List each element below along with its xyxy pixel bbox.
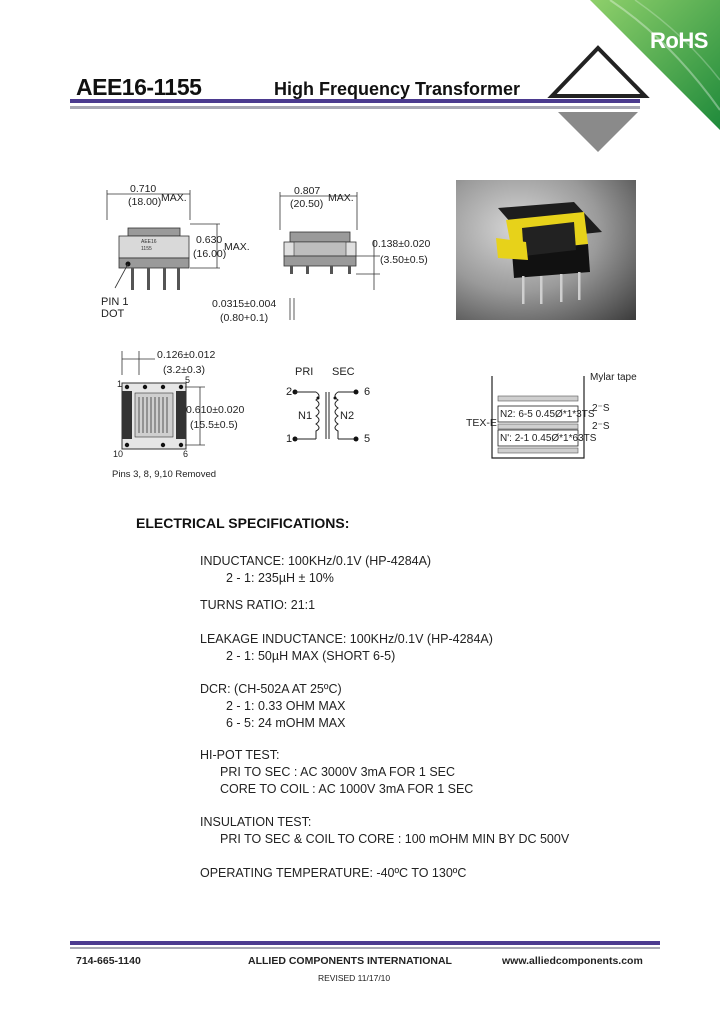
layer-n1: N': 2-1 0.45Ø*1*63TS	[500, 433, 597, 444]
tape-1: 2⁻S	[592, 403, 610, 414]
row-mm: (15.5±0.5)	[190, 419, 238, 431]
sch-sec-label: SEC	[332, 366, 355, 378]
footer-revised: REVISED 11/17/10	[318, 973, 391, 983]
pin1-label-1: PIN 1	[101, 296, 129, 308]
header-rules	[70, 99, 640, 109]
footer-rules	[70, 941, 660, 949]
front-view-drawing	[279, 192, 380, 320]
layer-n2: N2: 6-5 0.45Ø*1*3TS	[500, 409, 595, 420]
spec-hipot-2: CORE TO COIL : AC 1000V 3mA FOR 1 SEC	[220, 782, 474, 796]
fp-pin-10: 10	[113, 449, 123, 459]
allied-logo	[547, 45, 650, 152]
header-rule-purple	[70, 99, 640, 103]
side-height-mm: (16.00)	[193, 248, 227, 260]
standoff-in: 0.138±0.020	[372, 238, 431, 250]
side-width-suffix: MAX.	[161, 192, 187, 204]
sch-pri-label: PRI	[295, 366, 314, 378]
spec-hipot-heading: HI-POT TEST:	[200, 748, 280, 762]
side-width-mm: (18.00)	[128, 196, 162, 208]
spec-dcr-value-2: 6 - 5: 24 mOHM MAX	[226, 716, 346, 730]
rohs-label: RoHS	[650, 28, 708, 53]
footer-rule-purple	[70, 941, 660, 945]
fp-pin-1: 1	[117, 379, 122, 389]
tex-label: TEX-E	[466, 417, 497, 429]
fp-pin-6: 6	[183, 449, 188, 459]
footer-rule-gray	[70, 947, 660, 949]
footprint-drawing: 1 5 10 6	[113, 351, 205, 459]
sch-pin-5: 5	[364, 433, 371, 445]
standoff-mm: (3.50±0.5)	[380, 254, 428, 266]
spec-operating-temp: OPERATING TEMPERATURE: -40ºC TO 130ºC	[200, 866, 467, 880]
side-height-suffix: MAX.	[224, 241, 250, 253]
front-width-suffix: MAX.	[328, 192, 354, 204]
side-view-drawing: AEE16 1155	[106, 190, 220, 290]
side-height-in: 0.630	[196, 234, 223, 246]
pitch-mm: (3.2±0.3)	[163, 364, 205, 376]
spec-leakage-value: 2 - 1: 50µH MAX (SHORT 6-5)	[226, 649, 396, 663]
footer-phone: 714-665-1140	[76, 955, 141, 967]
pitch-in: 0.126±0.012	[157, 349, 216, 361]
footer-company: ALLIED COMPONENTS INTERNATIONAL	[248, 955, 452, 967]
sch-winding-n1: N1	[298, 410, 313, 422]
front-width-mm: (20.50)	[290, 198, 324, 210]
body-marking-1: AEE16	[141, 239, 157, 245]
part-number: AEE16-1155	[76, 74, 202, 100]
spec-leakage: LEAKAGE INDUCTANCE: 100KHz/0.1V (HP-4284…	[200, 632, 493, 646]
sch-pin-6: 6	[364, 386, 371, 398]
winding-diagram	[491, 376, 585, 459]
spec-hipot-1: PRI TO SEC : AC 3000V 3mA FOR 1 SEC	[220, 765, 456, 779]
sch-pin-2: 2	[286, 386, 293, 398]
pin-dia-in: 0.0315±0.004	[212, 298, 277, 310]
specs-heading: ELECTRICAL SPECIFICATIONS:	[136, 515, 350, 531]
front-width-in: 0.807	[294, 185, 321, 197]
body-marking-2: 1155	[141, 246, 152, 252]
tape-2: 2⁻S	[592, 421, 610, 432]
spec-insulation-heading: INSULATION TEST:	[200, 815, 312, 829]
product-photo	[456, 180, 636, 320]
product-title: High Frequency Transformer	[274, 79, 521, 99]
mylar-label: Mylar tape	[590, 372, 637, 383]
schematic-drawing	[292, 389, 359, 442]
sch-pin-1: 1	[286, 433, 293, 445]
rohs-corner-badge	[590, 0, 720, 130]
spec-inductance-value: 2 - 1: 235µH ± 10%	[226, 571, 334, 585]
spec-turns-ratio: TURNS RATIO: 21:1	[200, 598, 316, 612]
pin1-label-2: DOT	[101, 308, 125, 320]
spec-dcr: DCR: (CH-502A AT 25ºC)	[200, 682, 342, 696]
row-in: 0.610±0.020	[186, 404, 245, 416]
spec-inductance: INDUCTANCE: 100KHz/0.1V (HP-4284A)	[200, 554, 432, 568]
pin-dia-mm: (0.80+0.1)	[220, 312, 269, 324]
pins-removed-note: Pins 3, 8, 9,10 Removed	[112, 469, 217, 480]
fp-pin-5: 5	[185, 375, 190, 385]
side-width-in: 0.710	[130, 183, 157, 195]
header-rule-gray	[70, 106, 640, 109]
footer-website[interactable]: www.alliedcomponents.com	[502, 955, 643, 967]
spec-insulation-1: PRI TO SEC & COIL TO CORE : 100 mOHM MIN…	[220, 832, 570, 846]
sch-winding-n2: N2	[340, 410, 355, 422]
spec-dcr-value-1: 2 - 1: 0.33 OHM MAX	[226, 699, 346, 713]
